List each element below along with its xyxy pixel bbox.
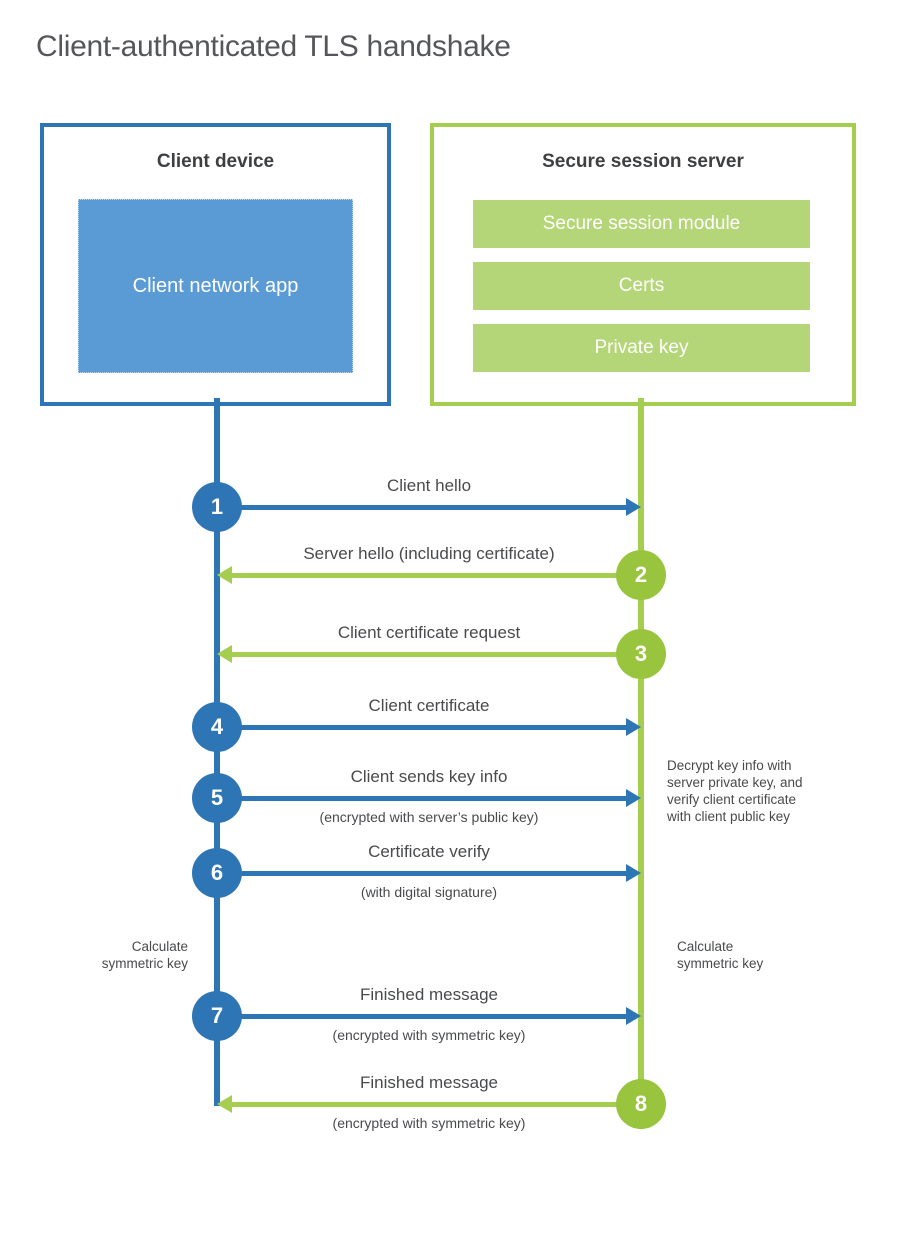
step-5-circle: 5: [192, 773, 242, 823]
step-7-label: Finished message: [360, 985, 498, 1004]
calc-note-line: symmetric key: [677, 956, 764, 971]
step-6-sublabel: (with digital signature): [360, 884, 498, 900]
secure-session-server-title: Secure session server: [542, 151, 744, 172]
step-2-arrow: [230, 573, 641, 578]
step-6-label: Certificate verify: [368, 842, 490, 861]
step-6-circle: 6: [192, 848, 242, 898]
step-6-arrow: [217, 871, 628, 876]
step-5-sublabel: (encrypted with server’s public key): [319, 809, 539, 825]
client-device-title: Client device: [156, 151, 275, 172]
page-title: Client-authenticated TLS handshake: [36, 30, 511, 63]
server-lifeline: [638, 398, 644, 1129]
step-3-label: Client certificate request: [337, 623, 521, 642]
step-1-arrow: [217, 505, 628, 510]
step-7-arrow: [217, 1014, 628, 1019]
calc-note-line: Calculate: [677, 939, 734, 954]
server-module-secure-session: Secure session module: [473, 200, 810, 248]
step-3-number: 3: [634, 641, 648, 666]
step-8-label: Finished message: [360, 1073, 498, 1092]
step-2-label: Server hello (including certificate): [303, 544, 555, 563]
step-8-arrow: [230, 1102, 641, 1107]
decrypt-key-note-line: verify client certificate: [667, 792, 797, 807]
step-7-sublabel: (encrypted with symmetric key): [332, 1027, 526, 1043]
step-4-label: Client certificate: [368, 696, 490, 715]
client-lifeline: [214, 398, 220, 1106]
step-7-circle: 7: [192, 991, 242, 1041]
step-3-circle: 3: [616, 629, 666, 679]
step-8-number: 8: [634, 1091, 648, 1116]
step-1-label: Client hello: [386, 476, 472, 495]
step-4-circle: 4: [192, 702, 242, 752]
step-6-arrowhead-right-icon: [626, 864, 641, 882]
step-5-label: Client sends key info: [350, 767, 508, 786]
step-2-circle: 2: [616, 550, 666, 600]
step-5-arrowhead-right-icon: [626, 789, 641, 807]
step-7-arrowhead-right-icon: [626, 1007, 641, 1025]
calc-note-line: symmetric key: [101, 956, 188, 971]
server-module-private-key: Private key: [473, 324, 810, 372]
step-8-sublabel: (encrypted with symmetric key): [332, 1115, 526, 1131]
secure-session-server-box: Secure session server Secure session mod…: [430, 123, 856, 406]
step-8-arrowhead-left-icon: [217, 1095, 232, 1113]
step-5-number: 5: [210, 785, 224, 810]
calculate-symmetric-key-note-client: Calculate symmetric key: [56, 938, 188, 972]
step-6-number: 6: [210, 860, 224, 885]
calculate-symmetric-key-note-server: Calculate symmetric key: [677, 938, 807, 972]
step-3-arrow: [230, 652, 641, 657]
decrypt-key-note: Decrypt key info with server private key…: [667, 757, 847, 825]
client-device-box: Client device Client network app: [40, 123, 391, 406]
step-2-number: 2: [634, 562, 648, 587]
decrypt-key-note-line: with client public key: [667, 809, 791, 824]
step-4-arrowhead-right-icon: [626, 718, 641, 736]
decrypt-key-note-line: server private key, and: [667, 775, 803, 790]
step-8-circle: 8: [616, 1079, 666, 1129]
step-4-number: 4: [210, 714, 224, 739]
step-1-number: 1: [210, 494, 224, 519]
step-1-arrowhead-right-icon: [626, 498, 641, 516]
client-network-app-label: Client network app: [132, 275, 299, 297]
calc-note-line: Calculate: [131, 939, 188, 954]
decrypt-key-note-line: Decrypt key info with: [667, 758, 792, 773]
step-5-arrow: [217, 796, 628, 801]
step-7-number: 7: [210, 1003, 224, 1028]
step-2-arrowhead-left-icon: [217, 566, 232, 584]
step-3-arrowhead-left-icon: [217, 645, 232, 663]
step-1-circle: 1: [192, 482, 242, 532]
server-module-certs: Certs: [473, 262, 810, 310]
step-4-arrow: [217, 725, 628, 730]
client-network-app-box: Client network app: [78, 199, 353, 373]
